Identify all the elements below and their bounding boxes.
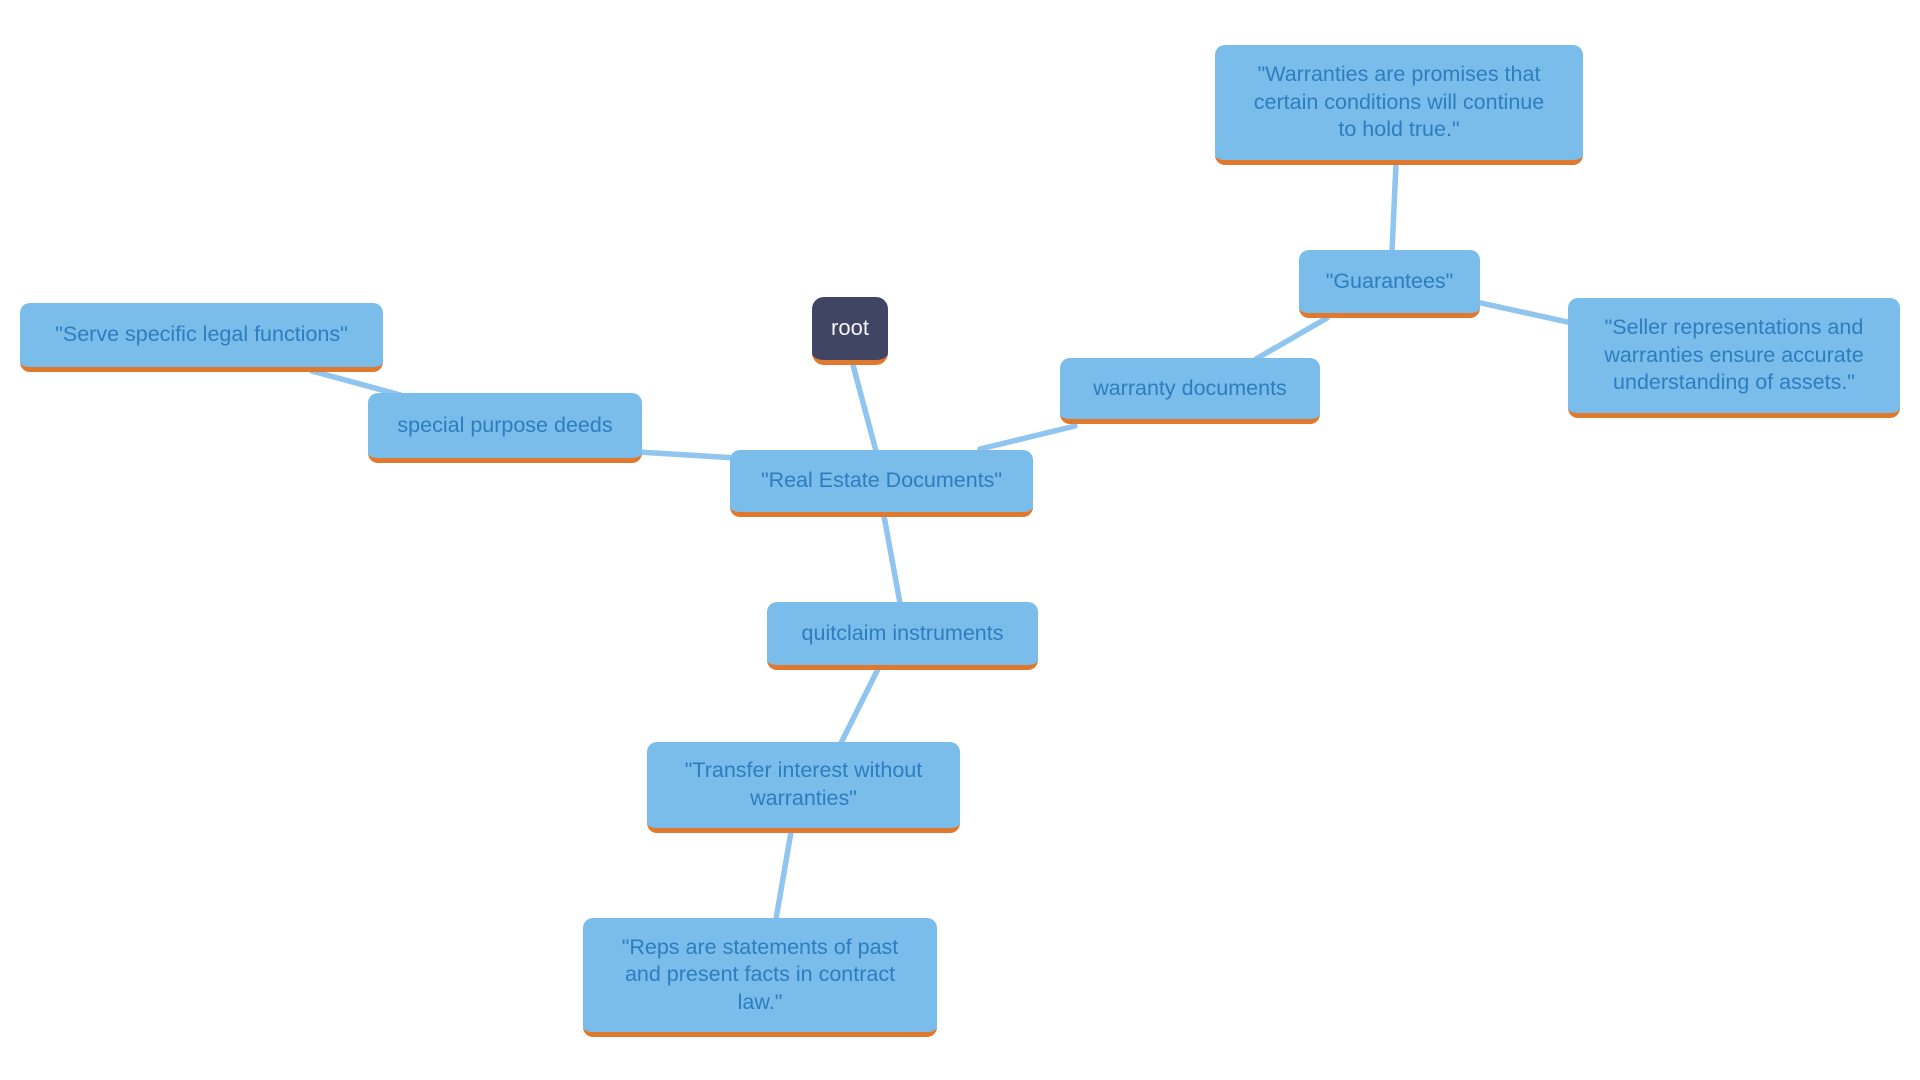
mindmap-node-transfer-interest-without-warranties[interactable]: "Transfer interest without warranties" xyxy=(647,742,960,833)
edge-guarantees--seller-representations xyxy=(1478,300,1575,326)
edge-warranty-documents--guarantees xyxy=(1253,315,1330,362)
mindmap-node-root[interactable]: root xyxy=(812,297,888,365)
edge-guarantees--warranties-promises xyxy=(1389,161,1399,254)
mindmap-node-warranty-documents[interactable]: warranty documents xyxy=(1060,358,1320,424)
edge-real-estate-documents--quitclaim-instruments xyxy=(881,513,903,606)
edge-transfer-interest-without-warranties--reps-statements xyxy=(773,829,794,922)
edge-quitclaim-instruments--transfer-interest-without-warranties xyxy=(838,666,881,746)
mindmap-node-reps-statements[interactable]: "Reps are statements of past and present… xyxy=(583,918,937,1037)
mindmap-node-special-purpose-deeds[interactable]: special purpose deeds xyxy=(368,393,642,463)
edge-real-estate-documents--warranty-documents xyxy=(977,423,1078,452)
mindmap-node-guarantees[interactable]: "Guarantees" xyxy=(1299,250,1480,318)
edge-root--real-estate-documents xyxy=(850,362,879,454)
mindmap-node-real-estate-documents[interactable]: "Real Estate Documents" xyxy=(730,450,1033,517)
mindmap-node-seller-representations[interactable]: "Seller representations and warranties e… xyxy=(1568,298,1900,418)
mindmap-node-quitclaim-instruments[interactable]: quitclaim instruments xyxy=(767,602,1038,670)
mindmap-node-serve-specific-legal-functions[interactable]: "Serve specific legal functions" xyxy=(20,303,383,372)
mindmap-node-warranties-promises[interactable]: "Warranties are promises that certain co… xyxy=(1215,45,1583,165)
edge-real-estate-documents--special-purpose-deeds xyxy=(635,449,740,461)
edge-special-purpose-deeds--serve-specific-legal-functions xyxy=(309,368,407,399)
